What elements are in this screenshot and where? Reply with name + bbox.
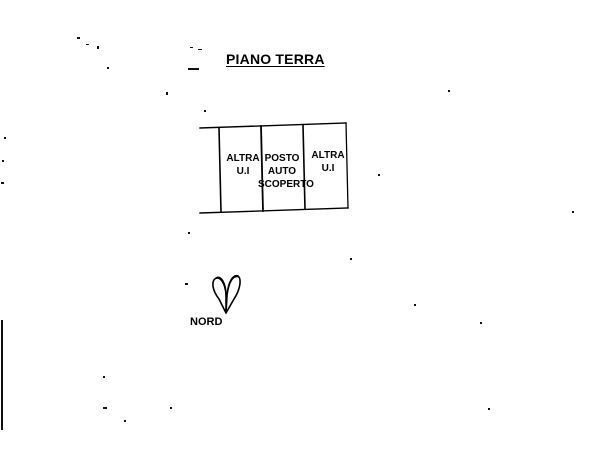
- room-label-line: AUTO: [267, 166, 297, 177]
- page-title: PIANO TERRA: [226, 51, 325, 67]
- plan-bottom-edge: [199, 207, 349, 214]
- room-label-parking: POSTO AUTO SCOPERTO: [258, 152, 314, 191]
- room-label-line: ALTRA: [226, 153, 260, 164]
- room-label-line: SCOPERTO: [258, 179, 314, 190]
- scan-noise: [1, 37, 574, 430]
- room-label-line: U.I: [321, 163, 335, 174]
- north-arrow-icon: [212, 274, 241, 314]
- room-label-line: U.I: [236, 166, 250, 177]
- room-label-other-unit-left: ALTRA U.I: [224, 152, 262, 178]
- plan-top-edge: [199, 122, 347, 129]
- room-label-line: POSTO: [264, 153, 300, 164]
- room-label-line: ALTRA: [311, 150, 345, 161]
- north-label: NORD: [190, 316, 223, 328]
- room-label-other-unit-right: ALTRA U.I: [309, 149, 347, 175]
- plan-right-edge: [345, 122, 349, 209]
- plan-wall-2: [260, 125, 264, 212]
- plan-wall-3: [302, 124, 306, 210]
- plan-wall-1: [218, 127, 222, 213]
